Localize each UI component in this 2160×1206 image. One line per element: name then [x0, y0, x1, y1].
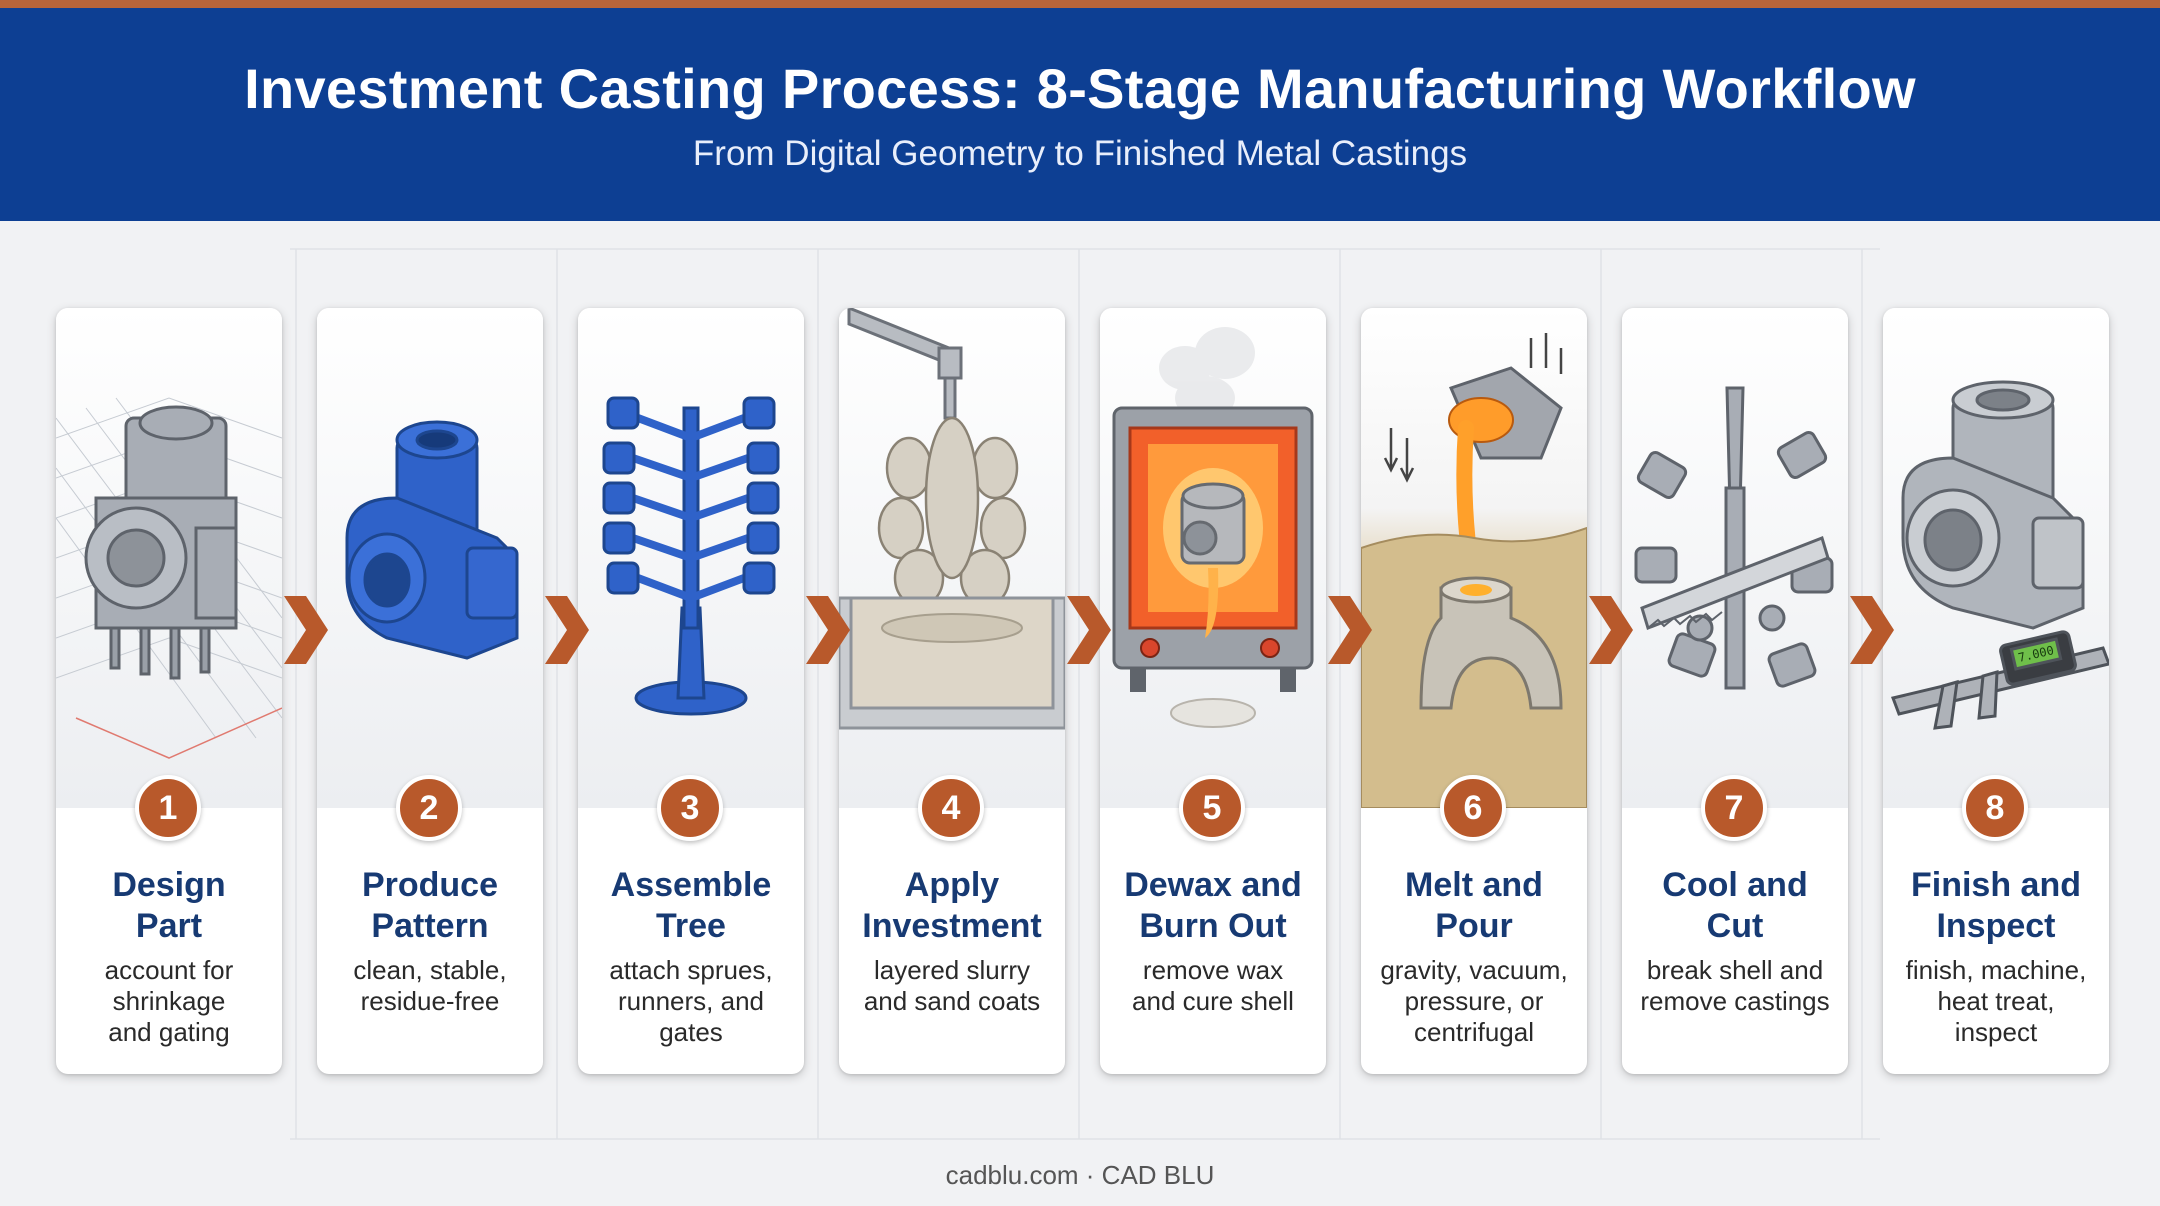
page-title: Investment Casting Process: 8-Stage Manu…: [244, 57, 1916, 120]
stage-8-number-badge: 8: [1962, 775, 2028, 841]
pour-ladle-icon: [1361, 333, 1587, 808]
slurry-dip-icon: [839, 308, 1065, 730]
stage-1-illustration: [56, 308, 282, 808]
chevron-right-icon: [1067, 596, 1111, 664]
stage-4-number-badge: 4: [918, 775, 984, 841]
caliper-icon: 7.000: [1890, 380, 2109, 730]
top-accent-line: [0, 0, 2160, 8]
chevron-right-icon: [1328, 596, 1372, 664]
stage-6-number-badge: 6: [1440, 775, 1506, 841]
stage-8-illustration: 7.000: [1883, 308, 2109, 808]
header-banner: Investment Casting Process: 8-Stage Manu…: [0, 8, 2160, 221]
page-subtitle: From Digital Geometry to Finished Metal …: [692, 134, 1468, 173]
stage-1-number-badge: 1: [135, 775, 201, 841]
stage-5-illustration: [1100, 308, 1326, 808]
furnace-icon: [1112, 327, 1314, 728]
stage-7-number-badge: 7: [1701, 775, 1767, 841]
cut-saw-icon: [1634, 386, 1834, 690]
wax-pattern-icon: [345, 420, 519, 660]
stage-5-number-badge: 5: [1179, 775, 1245, 841]
background-grid: [290, 248, 1880, 1140]
chevron-right-icon: [1589, 596, 1633, 664]
stage-2-description: clean, stable,residue-free: [353, 955, 507, 1016]
chevron-right-icon: [1850, 596, 1894, 664]
stage-3-number-badge: 3: [657, 775, 723, 841]
chevron-right-icon: [545, 596, 589, 664]
chevron-right-icon: [806, 596, 850, 664]
stage-2-illustration: [317, 308, 543, 808]
stage-6-illustration: [1361, 308, 1587, 808]
stage-3-illustration: [578, 308, 804, 808]
stage-2-number-badge: 2: [396, 775, 462, 841]
footer-credit: cadblu.com · CAD BLU: [945, 1160, 1215, 1190]
chevron-right-icon: [284, 596, 328, 664]
stage-7-illustration: [1622, 308, 1848, 808]
stage-4-illustration: [839, 308, 1065, 808]
stage-8-description: finish, machine,heat treat,inspect: [1905, 955, 2087, 1047]
wax-tree-icon: [602, 396, 780, 716]
cad-part-icon: [56, 397, 282, 759]
